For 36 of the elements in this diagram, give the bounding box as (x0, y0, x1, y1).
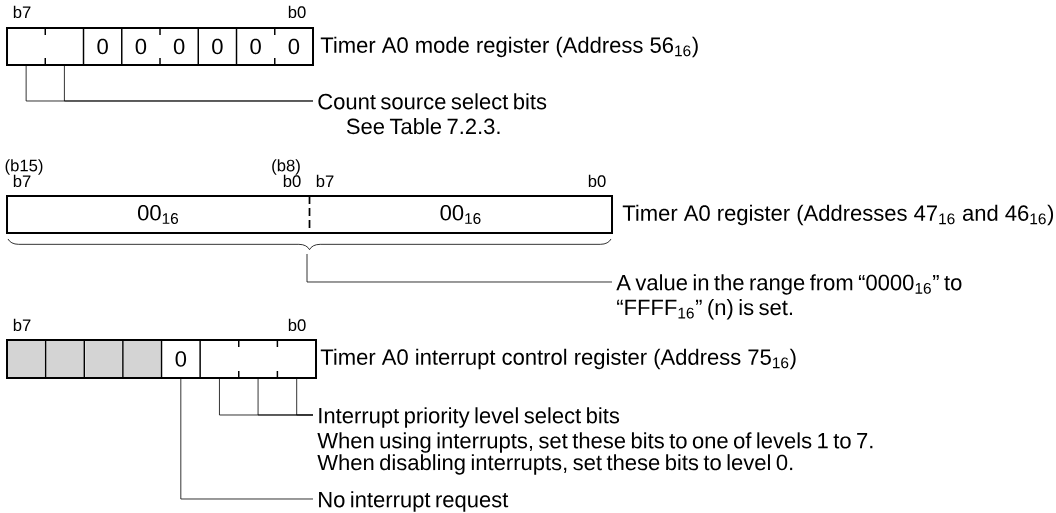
bit-label: b7 (13, 318, 31, 332)
bit-label: b0 (288, 5, 306, 19)
bit-cell (122, 339, 163, 379)
bit-cell: 0 (159, 27, 199, 66)
bit-label: (b8) (272, 159, 300, 175)
bit-cell (238, 339, 279, 379)
bit-cell: 00$_{16}$ (6, 195, 311, 234)
bit-cell (199, 339, 240, 379)
bit-cell (44, 339, 85, 379)
bit-label: b7 (316, 174, 334, 188)
bit-cell: 0 (274, 27, 314, 66)
annotation: Interrupt priority level select bits When using interrupts, set these bits to one of levels 1 to 7. When disabling interrupts, set these bits to level 0. (317, 407, 873, 475)
register-name: Timer A0 interrupt control register (Address 75$_{16}$) (320, 348, 796, 370)
annotation: A value in the range from “0000$_{16}$” to “FFFF$_{16}$” (n) is set. (616, 274, 962, 320)
bit-cell: 0 (197, 27, 238, 66)
bit-cell: 0 (160, 339, 201, 379)
annotation: Count source select bits See Table 7.2.3. (318, 93, 547, 135)
bit-cell (6, 27, 46, 66)
annotation: No interrupt request (319, 491, 509, 512)
bit-cell (44, 27, 85, 66)
bit-cell: 0 (235, 27, 276, 66)
bit-cell (276, 339, 317, 379)
leader-line (306, 253, 613, 283)
leader-line (180, 376, 314, 500)
bit-cell: 00$_{16}$ (308, 195, 613, 234)
bit-label: b7 (13, 5, 31, 19)
bit-cell (6, 339, 47, 379)
register-name: Timer A0 mode register (Address 56$_{16}$) (320, 36, 698, 58)
bit-cell: 0 (82, 27, 123, 66)
bit-cell: 0 (121, 27, 161, 66)
bit-cell (83, 339, 124, 379)
bit-label: b0 (283, 174, 301, 188)
leader-line (296, 376, 314, 416)
bit-label: b0 (288, 318, 306, 332)
register-name: Timer A0 register (Addresses 47$_{16}$ and 46$_{16}$) (622, 204, 1054, 226)
bit-label: (b15) (5, 159, 43, 175)
